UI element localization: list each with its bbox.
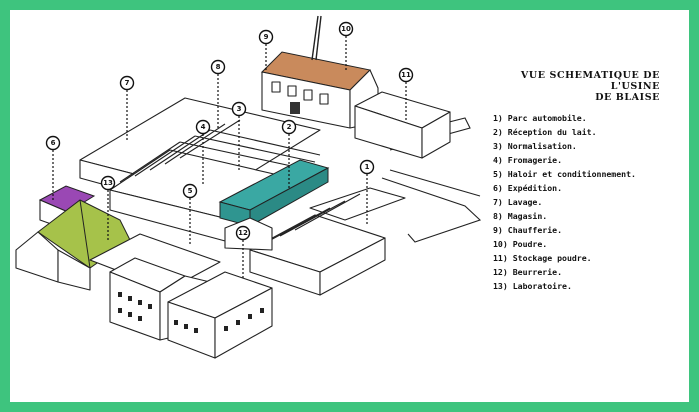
legend-item: 8) Magasin. bbox=[493, 211, 548, 221]
legend-item: 5) Haloir et conditionnement. bbox=[493, 169, 636, 179]
legend-title-line-1: VUE SCHEMATIQUE DE L'USINE bbox=[520, 70, 660, 92]
svg-text:1: 1 bbox=[365, 163, 370, 171]
legend-item: 9) Chaufferie. bbox=[493, 225, 563, 235]
garage-sheds bbox=[224, 187, 406, 296]
marker-2: 2 bbox=[281, 119, 297, 135]
front-buildings bbox=[89, 233, 273, 359]
legend-list: 1) Parc automobile. 2) Réception du lait… bbox=[490, 111, 685, 293]
marker-5: 5 bbox=[182, 183, 198, 199]
marker-10: 10 bbox=[338, 21, 354, 37]
reception-building bbox=[218, 159, 330, 227]
svg-text:6: 6 bbox=[51, 139, 56, 147]
svg-text:3: 3 bbox=[237, 105, 242, 113]
expedition-building bbox=[38, 185, 96, 231]
svg-text:11: 11 bbox=[401, 71, 411, 79]
marker-6: 6 bbox=[45, 135, 61, 151]
marker-4: 4 bbox=[195, 119, 211, 135]
svg-text:7: 7 bbox=[125, 79, 130, 87]
marker-11: 11 bbox=[398, 67, 414, 83]
svg-text:8: 8 bbox=[216, 63, 221, 71]
legend-item: 4) Fromagerie. bbox=[493, 155, 563, 165]
legend-item: 3) Normalisation. bbox=[493, 141, 577, 151]
leader-lines bbox=[52, 36, 407, 280]
legend-item: 13) Laboratoire. bbox=[493, 281, 572, 291]
marker-1: 1 bbox=[359, 159, 375, 175]
marker-3: 3 bbox=[231, 101, 247, 117]
legend-title-line-2: DE BLAISE bbox=[595, 92, 660, 103]
svg-text:2: 2 bbox=[287, 123, 292, 131]
legend-item: 10) Poudre. bbox=[493, 239, 548, 249]
legend-item: 6) Expédition. bbox=[493, 183, 563, 193]
marker-13: 13 bbox=[100, 175, 116, 191]
svg-text:4: 4 bbox=[201, 123, 206, 131]
svg-text:5: 5 bbox=[188, 187, 193, 195]
chaufferie-building bbox=[260, 15, 379, 129]
factory-plan: 1 2 3 4 5 6 7 8 9 10 11 bbox=[15, 15, 482, 359]
svg-text:10: 10 bbox=[341, 25, 351, 33]
legend-item: 12) Beurrerie. bbox=[493, 267, 563, 277]
legend-title: VUE SCHEMATIQUE DE L'USINE DE BLAISE bbox=[490, 70, 660, 103]
svg-text:12: 12 bbox=[238, 229, 248, 237]
legend: VUE SCHEMATIQUE DE L'USINE DE BLAISE 1) … bbox=[490, 70, 685, 293]
legend-item: 11) Stockage poudre. bbox=[493, 253, 592, 263]
legend-item: 7) Lavage. bbox=[493, 197, 543, 207]
legend-item: 1) Parc automobile. bbox=[493, 113, 587, 123]
diagram-frame: 1 2 3 4 5 6 7 8 9 10 11 bbox=[10, 10, 689, 402]
marker-9: 9 bbox=[258, 29, 274, 45]
legend-item: 2) Réception du lait. bbox=[493, 127, 597, 137]
marker-7: 7 bbox=[119, 75, 135, 91]
svg-text:13: 13 bbox=[103, 179, 113, 187]
svg-text:9: 9 bbox=[264, 33, 269, 41]
storage-shed bbox=[354, 91, 451, 159]
marker-12: 12 bbox=[235, 225, 251, 241]
marker-8: 8 bbox=[210, 59, 226, 75]
